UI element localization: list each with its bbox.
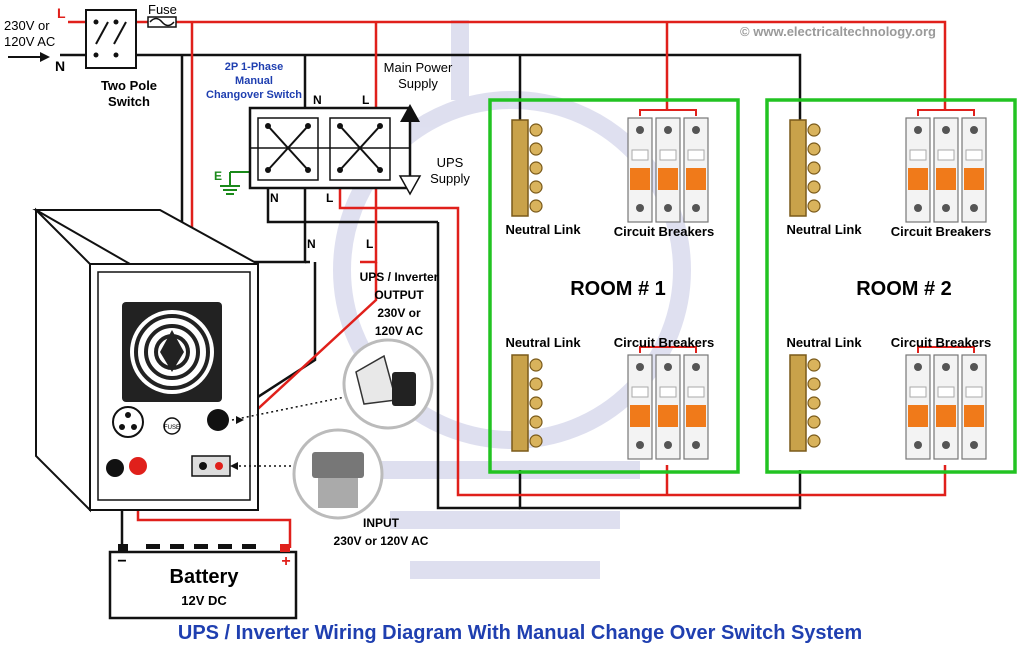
battery-plus-sign: + [281, 553, 290, 570]
ups-input-socket [191, 455, 231, 477]
room-1-breakers-bottom-group [627, 346, 709, 460]
supply-line-letter: L [57, 5, 66, 21]
output-plug-icon [342, 338, 434, 430]
diagram-title: UPS / Inverter Wiring Diagram With Manua… [178, 622, 862, 644]
ups-supply-arrow-icon [398, 150, 422, 196]
changeover-label-1: 2P 1-Phase [225, 61, 284, 73]
input-label-2: 230V or 120V AC [334, 534, 429, 548]
ups-output-label-3: 230V or [377, 306, 421, 320]
room-1-title: ROOM # 1 [570, 278, 666, 300]
socket-icon [112, 406, 144, 438]
output-callout-line [231, 395, 351, 421]
battery-minus-sign: − [117, 553, 126, 570]
fan-icon [122, 302, 222, 402]
room-1-neutral-link-top: Neutral Link [505, 222, 581, 237]
room-2-breakers-bottom: Circuit Breakers [891, 335, 991, 350]
fuse-button-label: FUSE [164, 425, 180, 431]
supply-arrow-icon [8, 52, 50, 62]
room-1-breakers-top: Circuit Breakers [614, 224, 714, 239]
room-2-breakers-bottom-group [905, 346, 987, 460]
room-2-breakers-top: Circuit Breakers [891, 224, 991, 239]
watermark-text: © www.electricaltechnology.org [740, 24, 936, 39]
main-power-label-1: Main Power [384, 60, 453, 75]
fuse-icon [147, 16, 177, 28]
battery [108, 544, 298, 620]
main-power-label-2: Supply [398, 76, 438, 91]
ups-output-wire-n: N [307, 237, 316, 251]
ups-supply-label-1: UPS [437, 155, 464, 170]
changeover-top-l: L [362, 93, 369, 107]
room-2-title: ROOM # 2 [856, 278, 952, 300]
room-1-neutral-link-bottom-bar [511, 354, 543, 452]
room-1-neutral-link-bottom: Neutral Link [505, 335, 581, 350]
changeover-label-3: Changover Switch [206, 89, 302, 101]
ups-output-terminal [207, 409, 229, 431]
room-2-neutral-link-top: Neutral Link [786, 222, 862, 237]
fuse-button [163, 417, 181, 435]
supply-voltage-line1: 230V or [4, 18, 50, 33]
ups-supply-label-2: Supply [430, 171, 470, 186]
changeover-bottom-l: L [326, 191, 333, 205]
room-2-neutral-link-bottom: Neutral Link [786, 335, 862, 350]
changeover-earth: E [214, 169, 222, 183]
battery-voltage: 12V DC [181, 593, 227, 608]
neutral-wires [60, 53, 802, 545]
room-2-breakers-top-group [905, 109, 987, 223]
battery-negative-terminal [106, 459, 124, 477]
main-power-arrow-icon [400, 104, 420, 150]
supply-neutral-letter: N [55, 58, 65, 74]
battery-label: Battery [170, 566, 240, 588]
room-1-breakers-bottom: Circuit Breakers [614, 335, 714, 350]
ups-output-label-1: UPS / Inverter [360, 270, 439, 284]
room-2-neutral-link-top-bar [789, 119, 821, 217]
ups-output-wire-l: L [366, 237, 373, 251]
fuse-label: Fuse [148, 2, 177, 17]
room-2-box [765, 98, 1017, 474]
supply-voltage-line2: 120V AC [4, 34, 55, 49]
room-1-box [488, 98, 740, 474]
room-1-neutral-link-top-bar [511, 119, 543, 217]
two-pole-switch [85, 9, 137, 69]
input-label-1: INPUT [363, 516, 400, 530]
changeover-top-n: N [313, 93, 322, 107]
earth-wire [220, 171, 252, 195]
ups-output-label-2: OUTPUT [374, 288, 424, 302]
changeover-switch [248, 106, 412, 190]
battery-positive-terminal [129, 457, 147, 475]
room-2-neutral-link-bottom-bar [789, 354, 821, 452]
input-plug-icon [292, 428, 384, 520]
changeover-bottom-n: N [270, 191, 279, 205]
room-1-breakers-top-group [627, 109, 709, 223]
ups-output-label-4: 120V AC [375, 324, 424, 338]
two-pole-switch-label-1: Two Pole [101, 78, 157, 93]
changeover-label-2: Manual [235, 75, 273, 87]
two-pole-switch-label-2: Switch [108, 94, 150, 109]
rooms-components [511, 109, 987, 460]
